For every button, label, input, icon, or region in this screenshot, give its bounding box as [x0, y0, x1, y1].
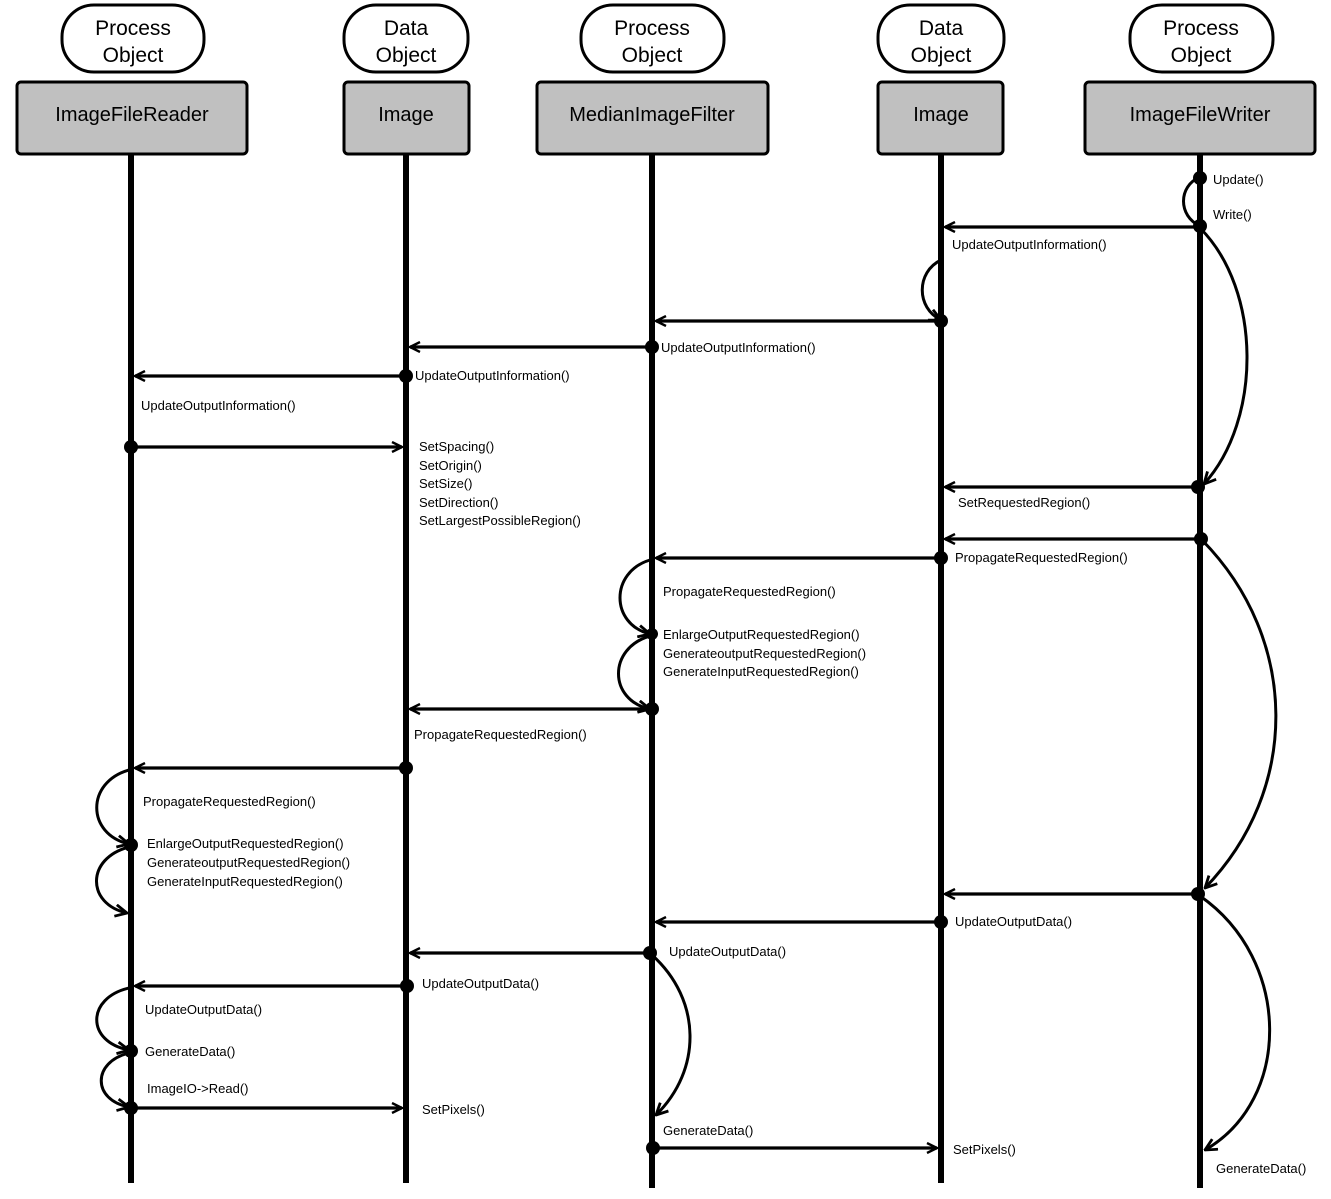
writer-return-curve-2	[1200, 538, 1278, 888]
self-call-image2	[920, 258, 941, 320]
label-generate-median: GenerateData()	[663, 1123, 753, 1138]
label-setpixels-image1: SetPixels()	[422, 1102, 485, 1117]
object-name: ImageFileReader	[55, 104, 209, 126]
object-reader: Process Object ImageFileReader	[15, 3, 249, 156]
label-generate-reader: GenerateData()	[145, 1044, 235, 1059]
stereotype-pill	[1128, 3, 1275, 74]
object-name: MedianImageFilter	[569, 104, 735, 126]
stereotype-line-2: Object	[622, 44, 683, 67]
label-update: Update()	[1213, 172, 1264, 187]
label-reader-generate-input: GenerateInputRequestedRegion()	[147, 874, 343, 889]
stereotype-line-1: Process	[95, 17, 171, 40]
label-write: Write()	[1213, 207, 1252, 222]
label-imageio-read: ImageIO->Read()	[147, 1081, 249, 1096]
call-dot	[124, 838, 138, 852]
object-name: Image	[378, 104, 434, 126]
label-set-largest-region: SetLargestPossibleRegion()	[419, 513, 581, 528]
label-median-enlarge: EnlargeOutputRequestedRegion()	[663, 627, 860, 642]
object-name: Image	[913, 104, 969, 126]
label-prr-image2: PropagateRequestedRegion()	[955, 550, 1128, 565]
label-reader-enlarge: EnlargeOutputRequestedRegion()	[147, 836, 344, 851]
self-call-reader-uod	[95, 986, 129, 1050]
stereotype-line-2: Object	[1171, 44, 1232, 67]
label-uod-image2: UpdateOutputData()	[955, 914, 1072, 929]
label-set-origin: SetOrigin()	[419, 458, 482, 473]
label-generate-writer: GenerateData()	[1216, 1161, 1306, 1176]
object-image-1: Data Object Image	[342, 3, 471, 156]
label-median-generate-output: GenerateoutputRequestedRegion()	[663, 646, 866, 661]
label-prr-reader-self: PropagateRequestedRegion()	[143, 794, 316, 809]
label-set-size: SetSize()	[419, 476, 472, 491]
stereotype-pill	[579, 3, 726, 74]
object-image-2: Data Object Image	[876, 3, 1006, 156]
label-uod-median: UpdateOutputData()	[669, 944, 786, 959]
self-call-median-enlarge	[617, 634, 651, 709]
label-set-direction: SetDirection()	[419, 495, 498, 510]
stereotype-pill	[876, 3, 1006, 74]
writer-return-curve-1	[1198, 226, 1249, 484]
self-call-median-prr	[618, 558, 650, 634]
object-writer: Process Object ImageFileWriter	[1083, 3, 1317, 156]
stereotype-line-2: Object	[103, 44, 164, 67]
object-name: ImageFileWriter	[1130, 104, 1271, 126]
median-return-curve	[650, 953, 692, 1115]
label-prr-median-self: PropagateRequestedRegion()	[663, 584, 836, 599]
stereotype-line-2: Object	[376, 44, 437, 67]
stereotype-line-1: Data	[384, 17, 429, 40]
label-uod-reader-self: UpdateOutputData()	[145, 1002, 262, 1017]
label-uod-image1: UpdateOutputData()	[422, 976, 539, 991]
label-set-spacing: SetSpacing()	[419, 439, 494, 454]
label-uoi-image2: UpdateOutputInformation()	[952, 237, 1107, 252]
stereotype-line-2: Object	[911, 44, 972, 67]
self-call-reader-prr	[95, 768, 129, 844]
object-median-filter: Process Object MedianImageFilter	[535, 3, 770, 156]
label-reader-generate-output: GenerateoutputRequestedRegion()	[147, 855, 350, 870]
stereotype-line-1: Process	[614, 17, 690, 40]
stereotype-pill	[342, 3, 470, 74]
label-set-requested-region: SetRequestedRegion()	[958, 495, 1090, 510]
self-call-reader-generate	[99, 1051, 129, 1107]
label-prr-image1: PropagateRequestedRegion()	[414, 727, 587, 742]
label-uoi-median: UpdateOutputInformation()	[661, 340, 816, 355]
stereotype-pill	[60, 3, 206, 74]
label-setpixels-image2: SetPixels()	[953, 1142, 1016, 1157]
stereotype-line-1: Process	[1163, 17, 1239, 40]
label-uoi-reader: UpdateOutputInformation()	[141, 398, 296, 413]
stereotype-line-1: Data	[919, 17, 964, 40]
label-uoi-image1: UpdateOutputInformation()	[415, 368, 570, 383]
call-dot	[124, 1044, 138, 1058]
writer-return-curve-3	[1199, 894, 1272, 1150]
call-dot	[1193, 171, 1207, 185]
self-call-reader-enlarge	[95, 845, 129, 913]
label-median-generate-input: GenerateInputRequestedRegion()	[663, 664, 859, 679]
